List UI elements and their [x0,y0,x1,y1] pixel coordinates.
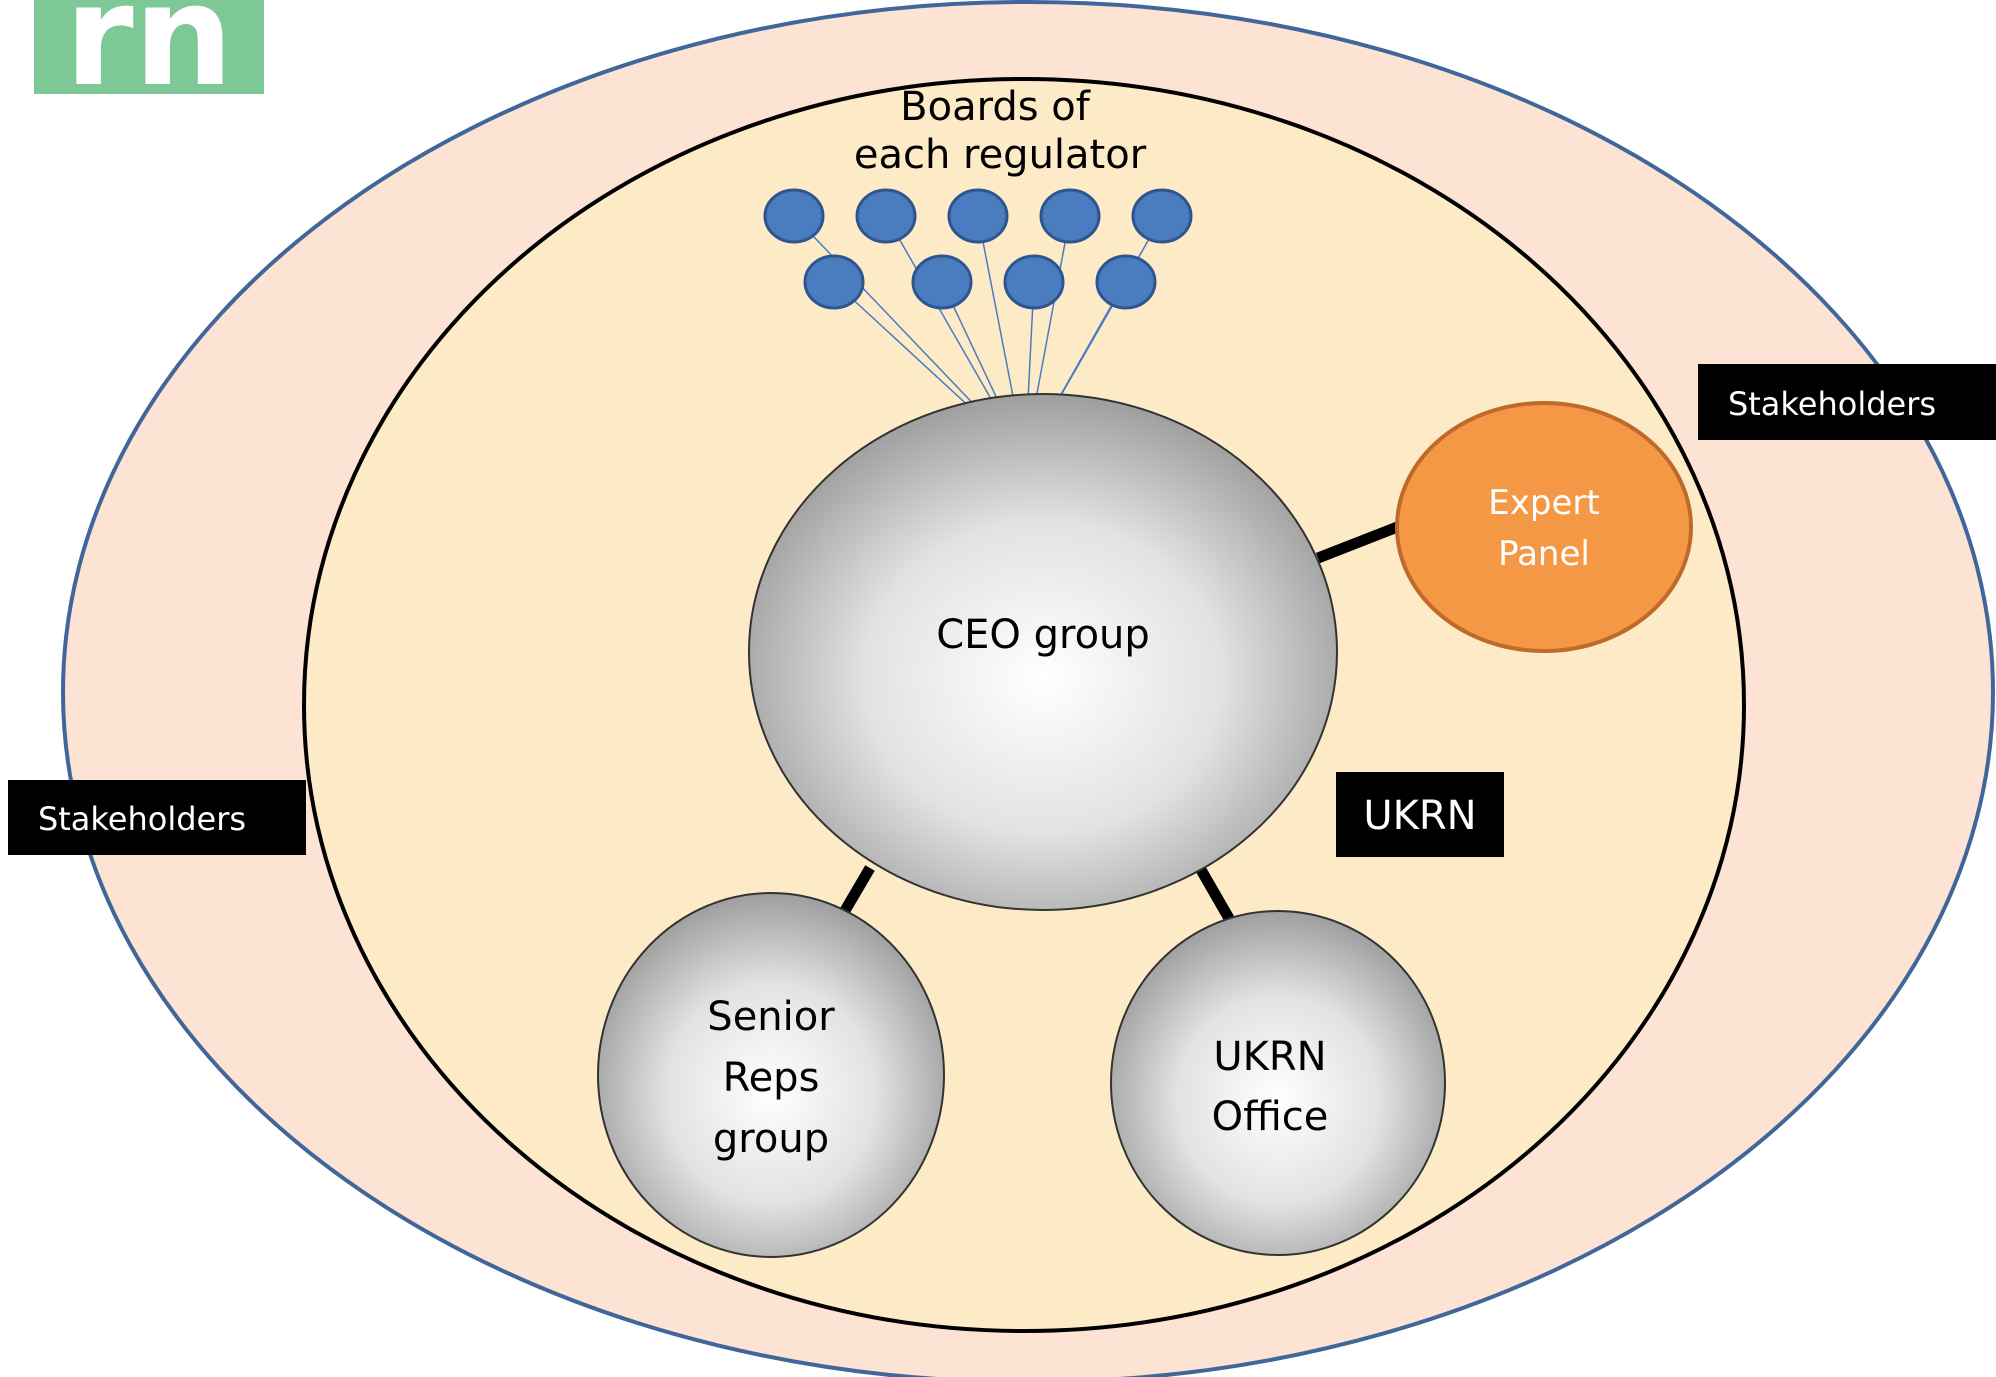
senior-reps-line2: Reps [723,1055,820,1101]
ceo-group-circle [748,393,1338,911]
board-circle-8 [1003,254,1065,310]
ukrn-office-line1: UKRN [1213,1034,1326,1080]
board-circle-9 [1095,254,1157,310]
ukrn-logo: rn [34,0,264,118]
stakeholders-right-box [1698,364,1996,440]
board-circle-5 [1131,188,1193,244]
ukrn-office-line2: Office [1212,1094,1329,1140]
ceo-senior-connector [838,865,875,917]
board-circle-6 [803,254,865,310]
ceo-expert-connector [1316,520,1402,564]
expert-panel-line2: Panel [1498,534,1590,574]
logo-background [34,0,264,94]
board-circle-2 [855,188,917,244]
boards-title-line2: each regulator [854,132,1147,178]
board-circle-3 [947,188,1009,244]
board-circle-4 [1039,188,1101,244]
expert-panel-circle [1395,401,1693,653]
senior-reps-line3: group [713,1116,829,1162]
ukrn-label-box [1336,772,1504,857]
stakeholders-left-label: Stakeholders [38,800,246,838]
boards-title-line1: Boards of [900,84,1091,130]
ukrn-office-circle [1110,910,1446,1256]
boards-group [763,188,1193,310]
board-circle-7 [911,254,973,310]
logo-text: rn [65,0,234,118]
board-circle-1 [763,188,825,244]
stakeholders-right-label: Stakeholders [1728,385,1936,423]
stakeholders-left-box [8,780,306,855]
senior-reps-circle [597,892,945,1258]
expert-panel-line1: Expert [1488,483,1599,523]
senior-reps-line1: Senior [707,994,835,1040]
ukrn-label: UKRN [1363,793,1476,839]
ceo-group-label: CEO group [936,612,1150,658]
